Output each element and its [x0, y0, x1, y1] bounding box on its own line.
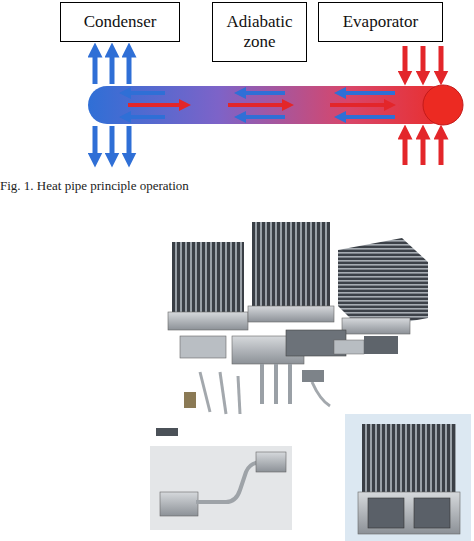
- heat-in-arrow: [403, 132, 408, 165]
- fin-stack: [338, 238, 428, 330]
- vapour-flow-arrow: [330, 103, 390, 107]
- zone-label: Evaporator: [343, 12, 419, 32]
- base-block: [160, 492, 198, 516]
- small-part: [334, 340, 364, 354]
- module-block: [368, 498, 404, 528]
- heat-pipe-rod: [288, 364, 292, 404]
- figure-caption: Fig. 1. Heat pipe principle operation: [0, 178, 474, 194]
- fin-stack: [252, 222, 330, 310]
- vapour-flow-arrow: [228, 103, 288, 107]
- vapour-flow-arrow: [128, 103, 185, 107]
- zone-box: Adiabatic zone: [212, 2, 307, 62]
- fin-stack: [172, 242, 244, 314]
- heat-in-arrow: [421, 132, 426, 165]
- liquid-return-arrow: [240, 91, 285, 95]
- heat-pipe-rod: [274, 364, 278, 404]
- heat-pipe: [88, 86, 450, 124]
- pipe-end-cap: [423, 85, 463, 125]
- heat-pipe-rod: [238, 376, 240, 414]
- base-block: [248, 306, 334, 322]
- zone-box: Condenser: [60, 2, 180, 42]
- liquid-return-arrow: [125, 91, 165, 95]
- base-block: [180, 336, 226, 358]
- heat-sink-photo: [150, 222, 471, 541]
- module-block: [414, 498, 450, 528]
- tiny-tag: [156, 428, 178, 436]
- heat-pipe-rod: [200, 372, 210, 412]
- zone-box: Evaporator: [318, 2, 443, 42]
- fin-stack: [362, 424, 456, 494]
- base-block: [342, 318, 410, 334]
- heat-pipe-rod: [260, 364, 264, 404]
- base-block: [256, 452, 286, 472]
- liquid-return-arrow: [125, 115, 165, 119]
- heat-out-arrow: [127, 126, 132, 160]
- base-block: [168, 312, 248, 330]
- photo-panel: [150, 446, 292, 530]
- small-part: [302, 370, 324, 382]
- small-part: [184, 392, 196, 408]
- module-block: [364, 336, 398, 354]
- heat-in-arrow: [421, 46, 426, 78]
- heat-out-arrow: [110, 126, 115, 160]
- heat-in-arrows: [405, 46, 441, 165]
- photo-panel: [345, 414, 471, 541]
- heat-in-arrow: [403, 46, 408, 78]
- zone-label: Condenser: [84, 12, 157, 32]
- heat-out-arrow: [127, 50, 132, 84]
- heat-in-arrow: [439, 132, 444, 165]
- heat-pipe-rod: [220, 372, 226, 414]
- heat-out-arrow: [110, 50, 115, 84]
- liquid-return-arrow: [340, 115, 395, 119]
- heat-pipe-rod: [312, 382, 330, 406]
- heat-out-arrow: [93, 50, 98, 84]
- heat-in-arrow: [439, 46, 444, 78]
- liquid-return-arrow: [240, 115, 285, 119]
- base-block: [358, 492, 460, 534]
- heat-out-arrow: [93, 126, 98, 160]
- liquid-return-arrow: [340, 91, 395, 95]
- zone-label: Adiabatic zone: [219, 12, 300, 52]
- internal-flow-arrows: [125, 93, 395, 117]
- heat-out-arrows: [95, 50, 129, 160]
